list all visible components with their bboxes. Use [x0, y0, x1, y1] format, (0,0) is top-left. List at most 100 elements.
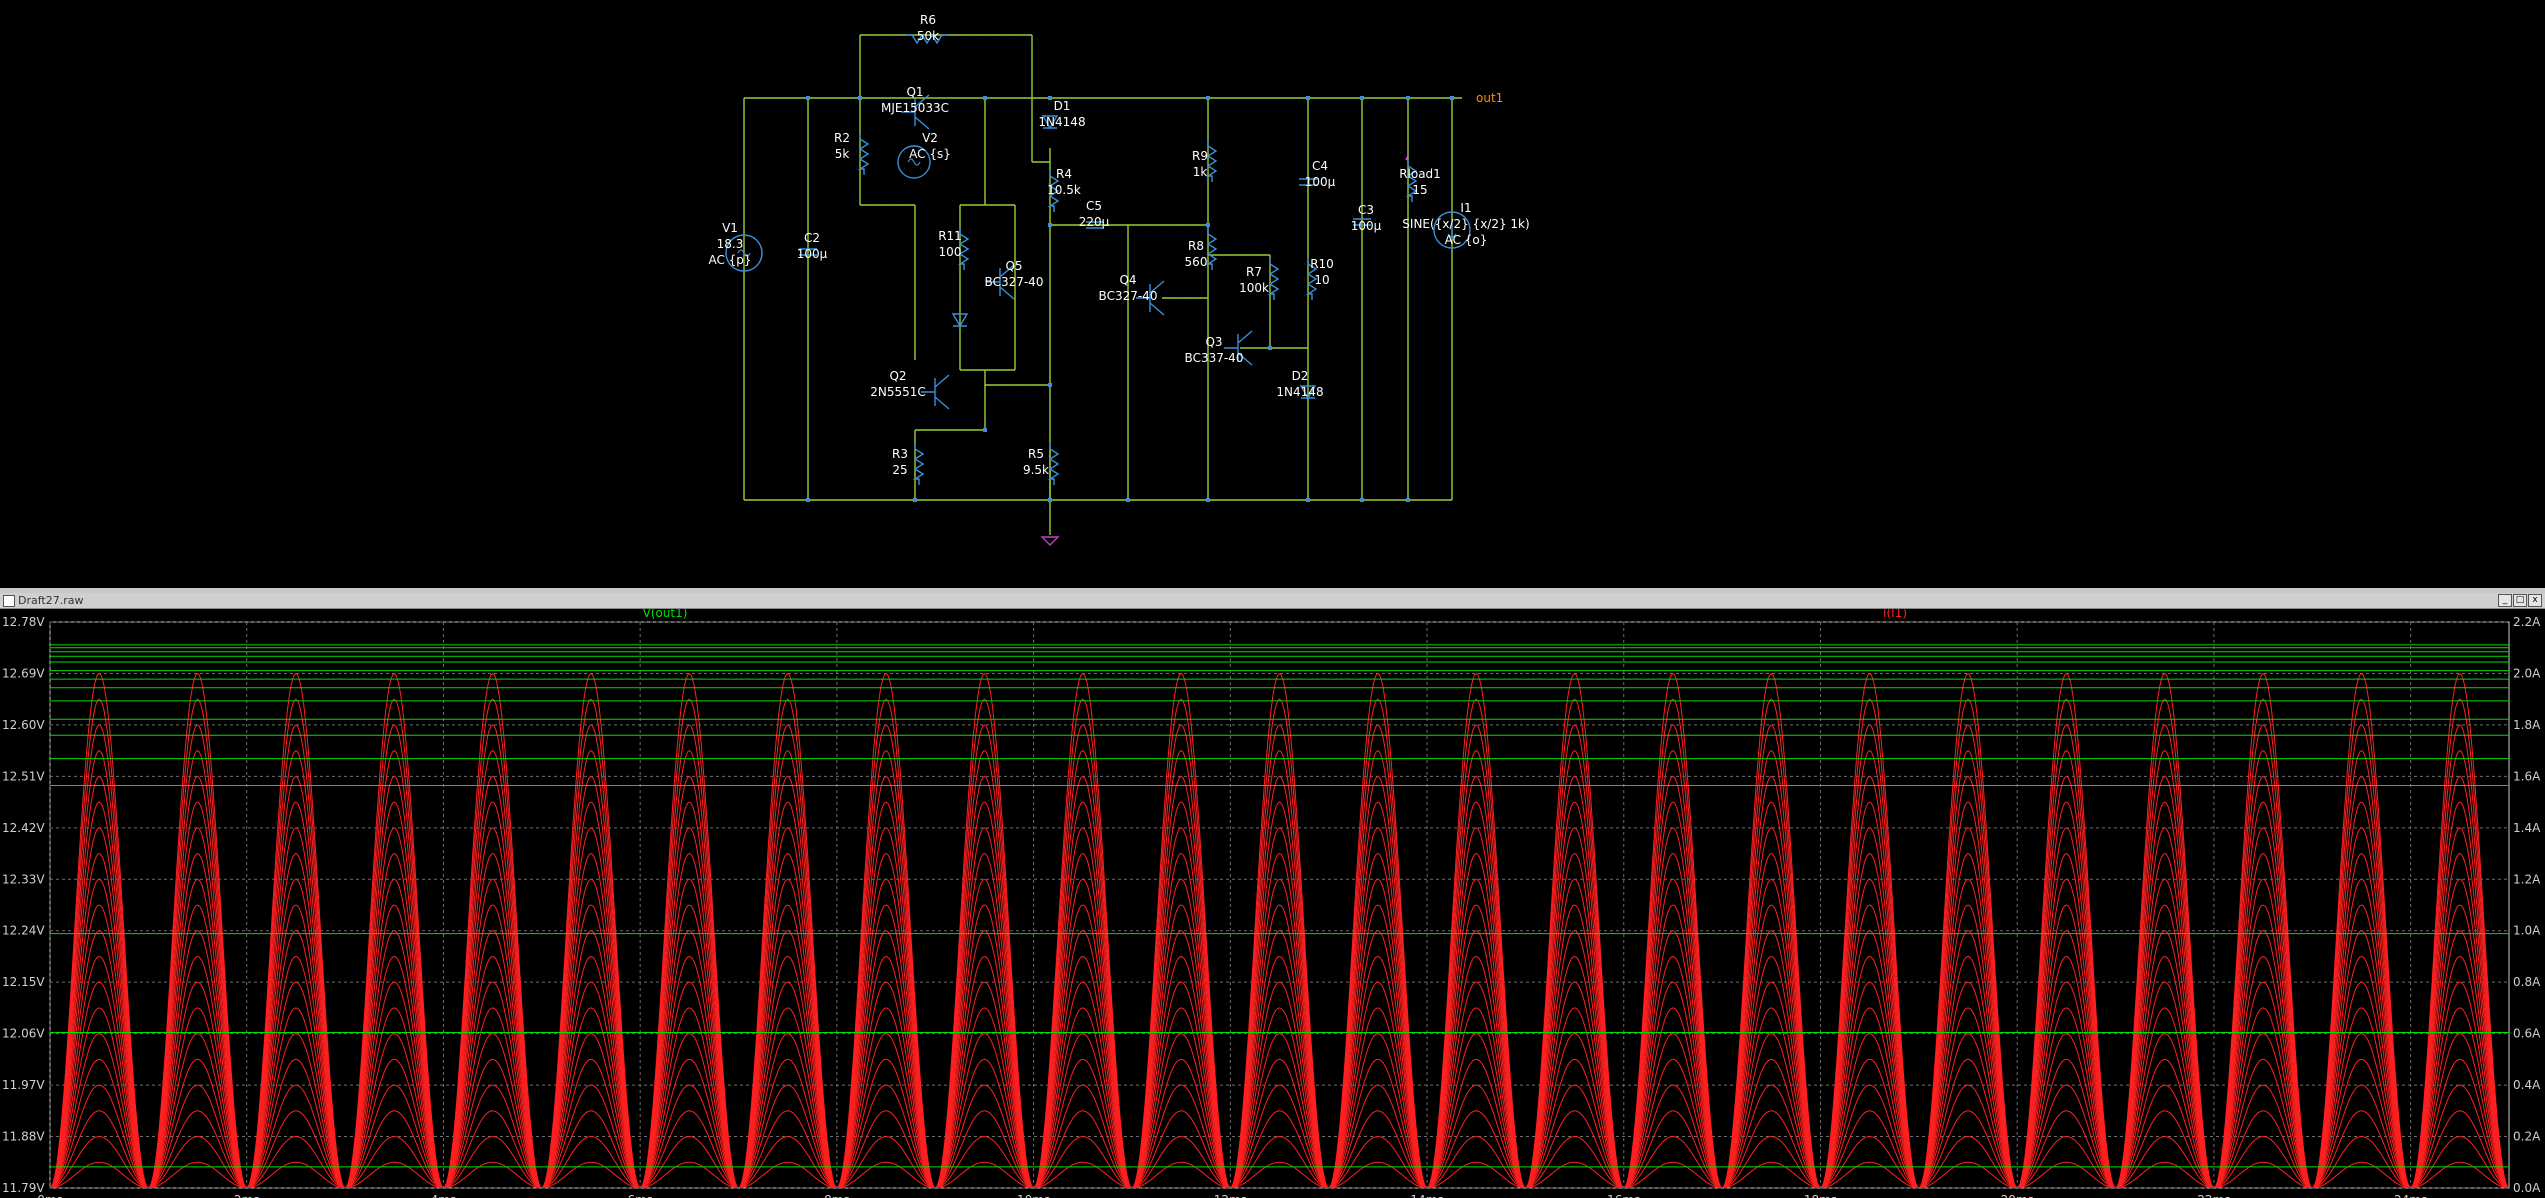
maximize-button[interactable]: □	[2513, 594, 2527, 607]
x-tick-label: 18ms	[1804, 1193, 1837, 1198]
left-axis-tick-label: 12.51V	[2, 769, 45, 783]
x-tick-label: 20ms	[2001, 1193, 2034, 1198]
right-axis-tick-label: 2.2A	[2513, 615, 2541, 629]
resistor-symbol[interactable]	[906, 33, 948, 45]
component-value-c2: 100µ	[797, 247, 828, 261]
wire-junction	[1048, 223, 1052, 227]
pane-splitter[interactable]	[0, 588, 2545, 593]
left-axis-tick-label: 12.60V	[2, 718, 45, 732]
component-ref-i1: I1	[1460, 201, 1471, 215]
waveform-plot[interactable]: 0ms2ms4ms6ms8ms10ms12ms14ms16ms18ms20ms2…	[0, 609, 2545, 1198]
component-ref-v1: V1	[722, 221, 738, 235]
transistor-symbol[interactable]	[921, 374, 950, 410]
close-button[interactable]: x	[2528, 594, 2542, 607]
waveform-window-titlebar[interactable]: Draft27.raw _ □ x	[0, 593, 2545, 609]
resistor-symbol[interactable]	[1305, 258, 1318, 300]
right-axis-tick-label: 1.0A	[2513, 924, 2541, 938]
capacitor-symbol[interactable]	[1353, 218, 1371, 226]
diode-symbol[interactable]	[1041, 115, 1059, 130]
diode-symbol[interactable]	[951, 313, 969, 328]
voltage-source-symbol[interactable]	[725, 234, 763, 272]
wire-junction	[1406, 498, 1410, 502]
capacitor-symbol[interactable]	[799, 248, 817, 256]
component-ref-r7: R7	[1246, 265, 1262, 279]
right-axis-tick-label: 1.2A	[2513, 872, 2541, 886]
i-i1-step-trace[interactable]	[50, 904, 2509, 1188]
resistor-symbol[interactable]	[1267, 258, 1280, 300]
resistor-symbol[interactable]	[1047, 443, 1060, 485]
component-value-c3: 100µ	[1351, 219, 1382, 233]
component-value-r11: 100	[939, 245, 962, 259]
x-tick-label: 10ms	[1017, 1193, 1050, 1198]
x-tick-label: 6ms	[627, 1193, 653, 1198]
minimize-button[interactable]: _	[2498, 594, 2512, 607]
component-ref-q2: Q2	[889, 369, 906, 383]
schematic-wires	[743, 34, 1462, 535]
component-ref-r10: R10	[1310, 257, 1334, 271]
diode-symbol[interactable]	[1299, 385, 1317, 400]
i-i1-step-trace[interactable]	[50, 1084, 2509, 1188]
i-i1-step-trace[interactable]	[50, 1135, 2509, 1189]
capacitor-symbol[interactable]	[1299, 178, 1317, 186]
i-i1-step-trace[interactable]	[50, 1161, 2509, 1188]
i-i1-step-trace[interactable]	[50, 1033, 2509, 1188]
sine-glyph	[737, 249, 751, 257]
i-i1-step-trace[interactable]	[50, 930, 2509, 1188]
i-i1-step-trace[interactable]	[50, 1007, 2509, 1188]
component-value-rload1: 15	[1412, 183, 1427, 197]
component-ref-c2: C2	[804, 231, 820, 245]
component-value-q4: BC327-40	[1099, 289, 1158, 303]
component-ref-c3: C3	[1358, 203, 1374, 217]
resistor-symbol[interactable]	[857, 133, 870, 175]
transistor-symbol[interactable]	[901, 94, 930, 130]
resistor-symbol[interactable]	[957, 228, 970, 270]
i-i1-step-trace[interactable]	[50, 775, 2509, 1188]
i-i1-step-trace[interactable]	[50, 724, 2509, 1188]
voltage-source-symbol[interactable]	[897, 145, 931, 179]
x-tick-label: 12ms	[1214, 1193, 1247, 1198]
capacitor-symbol[interactable]	[1086, 221, 1104, 229]
component-ref-v2: V2	[922, 131, 938, 145]
i-i1-step-trace[interactable]	[50, 981, 2509, 1188]
ground-symbol	[1040, 536, 1060, 546]
i-i1-step-trace[interactable]	[50, 698, 2509, 1188]
i-i1-step-trace[interactable]	[50, 955, 2509, 1189]
component-value-r7: 100k	[1239, 281, 1269, 295]
resistor-symbol[interactable]	[912, 443, 925, 485]
i-i1-step-trace[interactable]	[50, 1110, 2509, 1188]
i-i1-step-trace[interactable]	[50, 827, 2509, 1188]
left-axis-tick-label: 12.15V	[2, 975, 45, 989]
component-value-q5: BC327-40	[985, 275, 1044, 289]
schematic-grid	[8, 7, 2537, 585]
current-source-symbol[interactable]	[1433, 211, 1471, 249]
i-i1-step-trace[interactable]	[50, 1058, 2509, 1188]
resistor-symbol[interactable]	[1205, 140, 1218, 182]
transistor-symbol[interactable]	[986, 264, 1015, 300]
wire-junction	[1306, 498, 1310, 502]
resistor-symbol[interactable]	[1405, 160, 1418, 202]
wire-junction	[983, 96, 987, 100]
waveform-viewer-window[interactable]: Draft27.raw _ □ x 0ms2ms4ms6ms8ms10ms12m…	[0, 593, 2545, 1198]
transistor-symbol[interactable]	[1136, 280, 1165, 316]
i-i1-step-trace[interactable]	[50, 878, 2509, 1188]
x-tick-label: 24ms	[2394, 1193, 2427, 1198]
wire-junction	[1268, 346, 1272, 350]
component-value-d2: 1N4148	[1276, 385, 1323, 399]
i-i1-step-trace[interactable]	[50, 852, 2509, 1189]
resistor-symbol[interactable]	[1047, 170, 1060, 212]
trace-label-vout1[interactable]: V(out1)	[643, 609, 688, 620]
x-tick-label: 2ms	[234, 1193, 260, 1198]
transistor-symbol[interactable]	[1224, 330, 1253, 366]
component-value-r8: 560	[1185, 255, 1208, 269]
wire-junction	[1206, 96, 1210, 100]
trace-label-ii1[interactable]: I(I1)	[1883, 609, 1907, 620]
i-i1-step-trace[interactable]	[50, 749, 2509, 1188]
right-axis-tick-label: 1.6A	[2513, 769, 2541, 783]
series-i-i1	[50, 672, 2509, 1189]
left-axis-tick-label: 11.79V	[2, 1181, 45, 1195]
resistor-symbol[interactable]	[1205, 228, 1218, 270]
i-i1-step-trace[interactable]	[50, 801, 2509, 1188]
wire-junction	[1406, 96, 1410, 100]
